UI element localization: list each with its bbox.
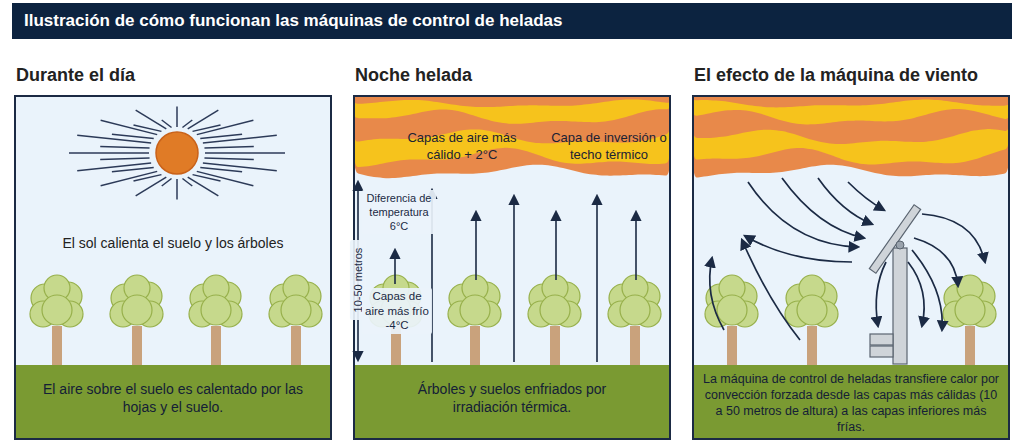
cold-air-label: Capas de aire más frío -4°C (362, 288, 432, 334)
body-text: Árboles y suelos enfriados por irradiaci… (385, 381, 639, 417)
ground-band: Árboles y suelos enfriados por irradiaci… (355, 365, 669, 438)
body-text: El aire sobre el suelo es calentado por … (30, 381, 316, 417)
sky (353, 95, 671, 440)
warm-air-band: Capas de aire más cálido + 2°C Capa de in… (355, 97, 669, 171)
panel: El efecto de la máquina de viento La máqu… (692, 58, 1010, 440)
warm-air-bands (353, 95, 1010, 178)
body-text: La máquina de control de heladas transfi… (700, 371, 1002, 435)
panel-heading: El efecto de la máquina de viento (694, 64, 1008, 87)
body-text: Capas de aire más cálido + 2°C (407, 130, 517, 163)
frost-fan-machine (869, 205, 920, 364)
ground-band: La máquina de control de heladas transfi… (694, 365, 1008, 438)
title-bar: Ilustración de cómo funcionan las máquin… (12, 3, 1012, 39)
panel-heading: Noche helada (355, 64, 669, 87)
sun (69, 107, 285, 200)
panel: Noche heladaCapas de aire más cálido + 2… (353, 58, 671, 440)
panel: Durante el día El sol calienta el suelo y… (14, 58, 332, 440)
ground-band: El aire sobre el suelo es calentado por … (16, 365, 330, 438)
sky (14, 95, 332, 440)
trees (30, 275, 996, 366)
panel-heading: Durante el día (16, 64, 330, 87)
body-text: Capa de inversión o techo térmico (551, 130, 667, 163)
sky (692, 95, 1010, 440)
air-flow-arrows (710, 178, 985, 340)
body-text: El sol calienta el suelo y los árboles (34, 235, 312, 253)
temperature-difference-label: Diferencia de temperatura 6°C (362, 190, 436, 234)
